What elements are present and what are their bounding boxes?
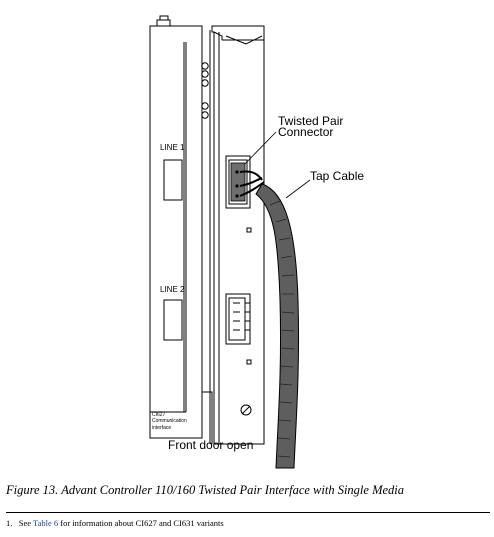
tap-cable bbox=[255, 183, 300, 469]
lower-connector bbox=[225, 293, 251, 345]
figure-caption: Figure 13. Advant Controller 110/160 Twi… bbox=[6, 483, 404, 497]
connector-label-line2: Connector bbox=[278, 125, 334, 139]
led-5 bbox=[201, 111, 209, 119]
connector-leader bbox=[240, 131, 277, 169]
module-name-2: Communication bbox=[152, 418, 187, 424]
line2-label: LINE 2 bbox=[160, 285, 185, 294]
tap-cable-label: Tap Cable bbox=[310, 169, 365, 183]
line1-label: LINE 1 bbox=[160, 143, 185, 152]
footnote: 1. See Table 6 for information about CI6… bbox=[6, 518, 224, 528]
module-name-1: CI627 bbox=[152, 412, 166, 418]
footnote-text-before: See bbox=[18, 518, 32, 528]
module-name-3: interface bbox=[152, 425, 172, 431]
line1-window bbox=[163, 159, 183, 201]
led-2 bbox=[201, 70, 209, 78]
line2-window bbox=[163, 299, 183, 341]
tap-cable-leader bbox=[285, 179, 311, 199]
led-4 bbox=[201, 102, 209, 110]
controller-module-diagram bbox=[149, 15, 311, 469]
door-clip bbox=[156, 15, 171, 26]
footnote-number: 1. bbox=[6, 518, 13, 528]
led-3 bbox=[201, 79, 209, 87]
table-6-link[interactable]: Table 6 bbox=[33, 518, 59, 528]
module-body bbox=[211, 25, 265, 445]
front-door-panel bbox=[149, 25, 203, 439]
footnote-text-after: for information about CI627 and CI631 va… bbox=[60, 518, 224, 528]
footnote-rule bbox=[6, 512, 490, 513]
led-1 bbox=[201, 62, 209, 70]
ground-screw bbox=[240, 404, 252, 416]
twisted-pair-connector bbox=[225, 155, 251, 209]
connector-label-line1: Twisted Pair bbox=[278, 114, 344, 128]
front-door-label: Front door open bbox=[168, 438, 254, 452]
